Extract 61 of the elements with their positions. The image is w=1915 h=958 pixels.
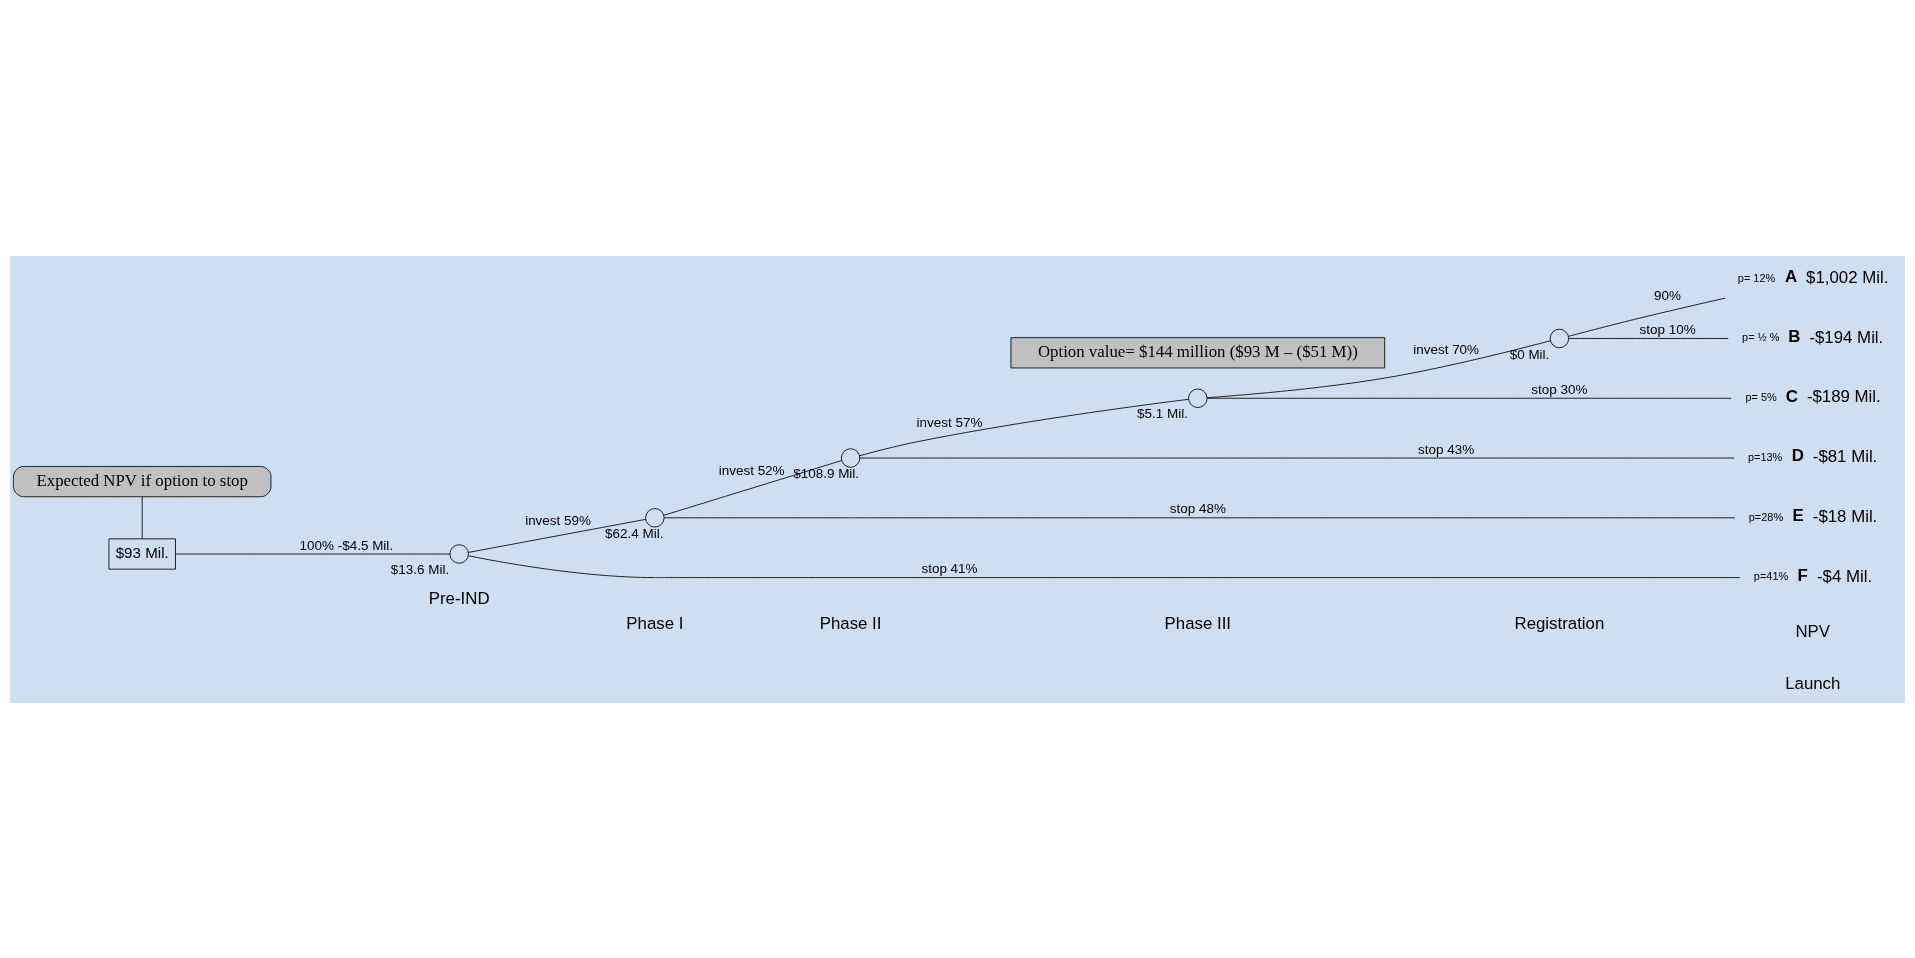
edge-label: stop 30% bbox=[1531, 381, 1588, 397]
edge-label: stop 10% bbox=[1639, 321, 1696, 337]
node-label: p=13% bbox=[1747, 450, 1783, 463]
node-label: -$189 Mil. bbox=[1806, 386, 1881, 406]
label: Phase I bbox=[626, 613, 684, 633]
label: NPV bbox=[1795, 621, 1831, 641]
connector bbox=[663, 516, 1736, 518]
node-text: E bbox=[1792, 505, 1804, 525]
node-label: $1,002 Mil. bbox=[1806, 267, 1889, 287]
node-box: $93 Mil. bbox=[108, 537, 176, 570]
node-circle bbox=[449, 543, 469, 564]
connector bbox=[175, 553, 451, 554]
connector bbox=[663, 459, 843, 516]
node-circle bbox=[840, 447, 861, 468]
edge-label: 90% bbox=[1654, 287, 1682, 303]
node-label: p= 12% bbox=[1737, 271, 1776, 284]
node-label: $108.9 Mil. bbox=[793, 465, 860, 481]
node-label: $62.4 Mil. bbox=[605, 525, 664, 541]
connector bbox=[1206, 397, 1732, 399]
label: Phase III bbox=[1164, 613, 1232, 633]
node-label: -$194 Mil. bbox=[1809, 327, 1884, 347]
label: Pre-IND bbox=[428, 588, 490, 608]
connector bbox=[1206, 339, 1551, 398]
node-text: D bbox=[1791, 445, 1804, 465]
label: Phase II bbox=[819, 613, 882, 633]
node-label: $5.1 Mil. bbox=[1137, 405, 1188, 421]
node-label: p= 5% bbox=[1745, 390, 1777, 403]
node-label: -$81 Mil. bbox=[1812, 446, 1878, 466]
connector bbox=[141, 495, 143, 539]
edge-label: invest 59% bbox=[525, 512, 591, 528]
node-box: Option value= $144 million ($93 M – ($51 M)) bbox=[1010, 336, 1386, 368]
node-label: -$18 Mil. bbox=[1812, 506, 1878, 526]
node-circle bbox=[645, 507, 665, 527]
node-label: -$4 Mil. bbox=[1816, 566, 1873, 586]
label: Registration bbox=[1514, 613, 1605, 633]
label: Launch bbox=[1785, 673, 1841, 693]
node-label: p=28% bbox=[1748, 510, 1784, 523]
edge-label: stop 43% bbox=[1418, 441, 1475, 457]
node-text: B bbox=[1788, 326, 1801, 346]
edge-label: invest 52% bbox=[718, 462, 785, 478]
edge-label: invest 70% bbox=[1413, 341, 1480, 357]
node-label: p=41% bbox=[1753, 569, 1789, 582]
connector bbox=[859, 457, 1735, 458]
connector bbox=[468, 554, 1741, 578]
connector bbox=[859, 398, 1189, 456]
connector bbox=[467, 518, 647, 553]
node-circle bbox=[1188, 388, 1208, 408]
node-box: Expected NPV if option to stop bbox=[13, 465, 272, 497]
edge-label: stop 41% bbox=[921, 560, 978, 576]
node-label: $13.6 Mil. bbox=[390, 561, 450, 577]
node-label: $0 Mil. bbox=[1509, 346, 1550, 362]
node-text: F bbox=[1797, 565, 1808, 585]
edge-label: stop 48% bbox=[1169, 500, 1226, 516]
edge-label: 100% -$4.5 Mil. bbox=[299, 537, 394, 553]
node-label: p= ½ % bbox=[1742, 330, 1780, 343]
node-text: C bbox=[1785, 386, 1798, 406]
connector bbox=[1568, 297, 1726, 337]
connector bbox=[1568, 337, 1729, 339]
node-text: A bbox=[1785, 266, 1798, 286]
edge-label: invest 57% bbox=[916, 414, 983, 430]
node-circle bbox=[1549, 328, 1570, 348]
